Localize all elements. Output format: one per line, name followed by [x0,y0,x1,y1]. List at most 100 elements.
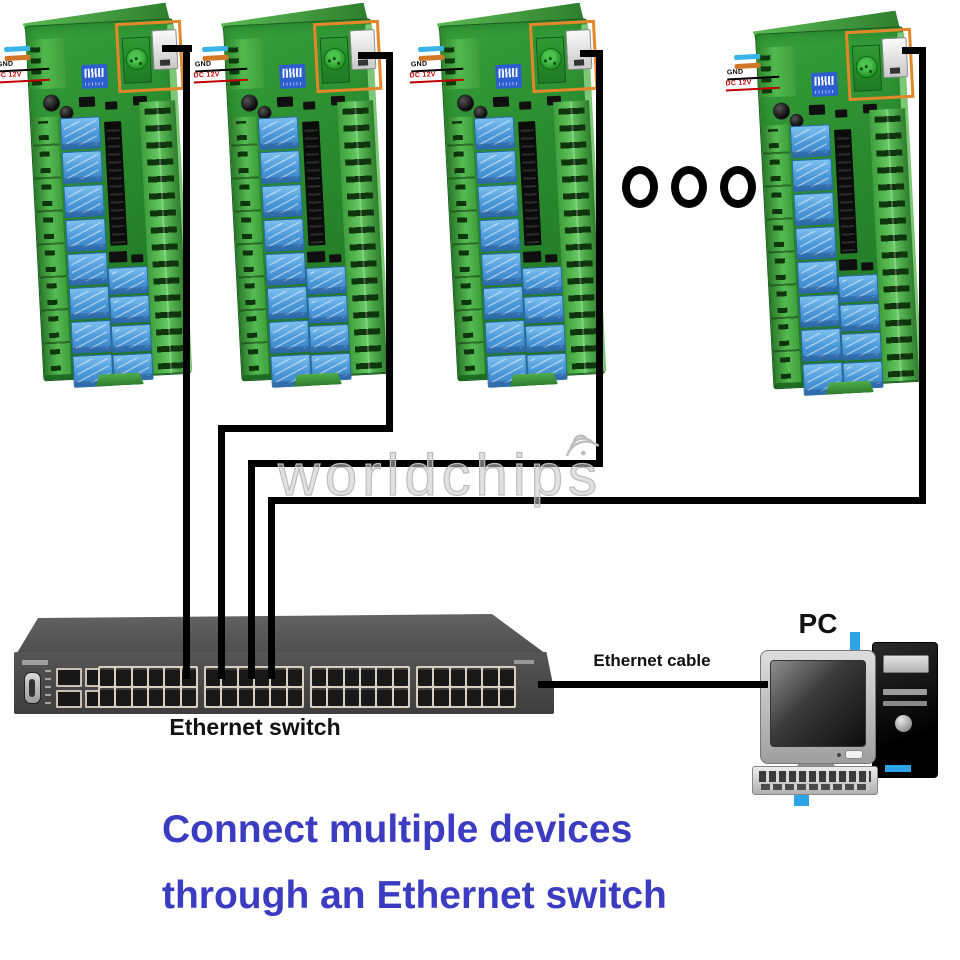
rj45-port [360,688,376,706]
rj45-port [165,688,180,706]
rj45-port [344,668,359,686]
relay-board-slot-3: GND DC 12V [409,6,607,388]
relay [107,265,150,295]
rj45-port [434,668,449,686]
power-label: DC 12V [409,71,436,80]
relay [66,251,109,287]
rj45-port [393,688,408,706]
rj45-port-group [310,666,410,708]
ic-chip [329,254,342,263]
rj45-port [132,668,147,686]
monitor-button [845,750,863,759]
caption-line-2: through an Ethernet switch [162,874,667,917]
rj45-port [181,688,196,706]
switch-top-face [14,614,546,658]
relay-column [305,265,352,384]
ethernet-cable-segment [902,47,926,54]
gnd-label: GND [410,60,428,69]
rj45-port [434,688,449,706]
relay [268,319,311,354]
relay [484,319,527,354]
relay [65,218,107,253]
ic-chip [545,254,558,263]
power-label: DC 12V [725,79,752,88]
ethernet-cable-segment [218,425,393,432]
ic-chip [492,96,510,108]
console-port [24,672,41,704]
relay [524,323,567,353]
blue-accent [794,794,809,806]
uplink-port [56,668,82,687]
uplink-port [56,689,82,708]
ic-chip [808,104,826,116]
ic-chip [78,96,96,108]
relay-board: GND DC 12V [725,10,926,400]
relay [110,323,153,353]
rj45-port [206,688,221,706]
ic-chip [108,250,128,263]
rj45-port [222,688,237,706]
keyboard-keys [759,771,871,782]
relay [480,251,523,287]
rj45-port [312,668,327,686]
round-sticker [125,47,149,71]
relay [70,319,113,354]
drive-bay [883,655,929,673]
ethernet-cable-segment [162,45,192,52]
relay [477,184,519,219]
rj45-port-group [416,666,516,708]
relay [261,184,303,219]
power-terminal [27,37,67,90]
relay-board-slot-1: GND DC 12V [0,6,193,388]
rj45-port [881,37,909,79]
power-terminal [225,37,265,90]
dip-switch [495,63,523,90]
din-clip [293,372,342,386]
relay-board: GND DC 12V [193,2,394,392]
relay [482,285,525,320]
relay [264,251,307,287]
relay [840,331,883,361]
rj45-port [116,668,131,686]
gnd-label: GND [194,60,212,69]
relay [798,293,841,328]
ethernet-cable-segment [919,47,926,504]
rj45-port [349,29,377,71]
relay [795,226,837,261]
drive-slot [883,689,927,695]
ic-chip [105,101,118,110]
ethernet-cable-segment [596,50,603,467]
relay [59,116,102,151]
rj45-port [499,668,514,686]
ellipsis-dot [622,166,658,208]
ethernet-module [319,36,351,84]
ethernet-module [851,44,883,92]
relay [308,323,351,353]
monitor-screen [770,660,866,747]
relay [523,294,565,324]
ic-chip [303,101,316,110]
relay [475,150,518,185]
ethernet-cable-segment [218,425,225,679]
relay [61,150,104,185]
power-label: DC 12V [193,71,220,80]
rj45-port [312,688,327,706]
power-terminal [757,45,797,98]
rj45-port [222,668,237,686]
ethernet-cable-to-pc [538,681,768,688]
relay [796,259,839,295]
relay-board-slot-4: GND DC 12V [725,14,923,396]
model-mark [514,660,534,664]
relay-column [107,265,154,384]
ic-chip [306,250,326,263]
blue-accent [885,765,911,772]
ethernet-module-highlight [844,27,915,102]
relay [109,294,151,324]
blue-accent [850,632,860,656]
relay-board: GND DC 12V [409,2,610,392]
ethernet-module [121,36,153,84]
rj45-port [450,688,465,706]
dip-switch [279,63,307,90]
switch-front-face [14,652,554,714]
